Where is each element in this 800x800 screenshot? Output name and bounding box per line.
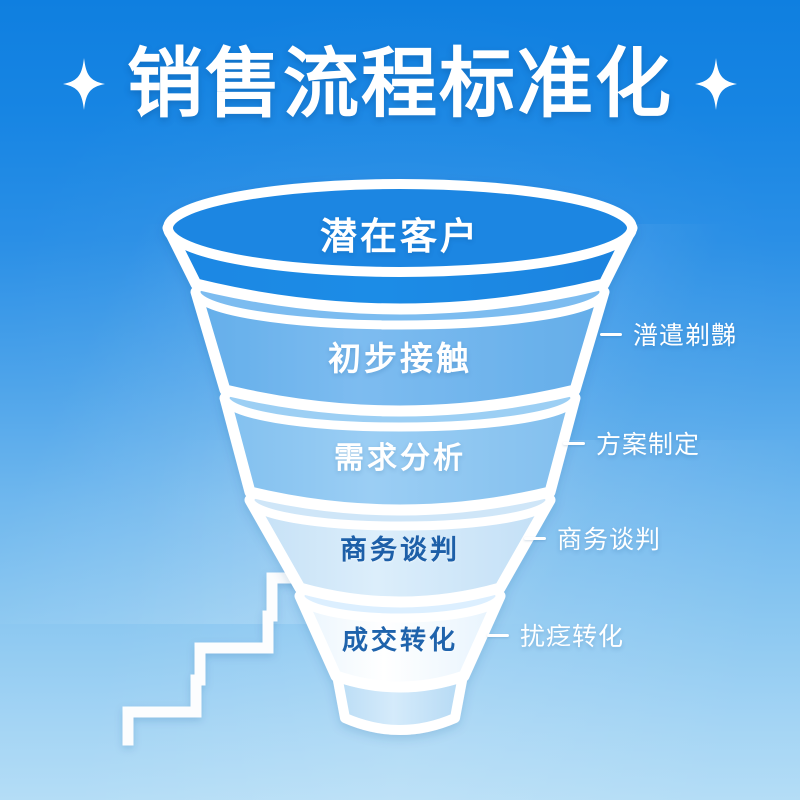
page-title-text: 销售流程标准化	[127, 39, 673, 128]
funnel-stage-label-0: 潜在客户	[320, 215, 480, 258]
callout-1-label: 方案制定	[596, 430, 701, 459]
funnel-stage-label-1: 初步接触	[328, 339, 472, 378]
callout-1: 方案制定	[563, 425, 700, 461]
callout-3: 扰疺转化	[487, 617, 624, 653]
callout-0: 潽遣剃豑	[600, 316, 737, 352]
funnel-stage-label-4: 成交转化	[341, 626, 458, 656]
callout-3-label: 扰疺转化	[520, 622, 625, 651]
funnel-stage-label-3: 商务谈判	[340, 535, 460, 566]
funnel-stage-0-rim	[163, 179, 637, 277]
callout-0-label: 潽遣剃豑	[633, 321, 738, 350]
callout-2: 商务谈判	[524, 520, 661, 556]
sparkle-icon	[63, 57, 105, 110]
callout-2-label: 商务谈判	[557, 525, 662, 554]
sparkle-icon	[695, 57, 737, 110]
dash-connector-icon	[487, 633, 509, 637]
page-title: 销售流程标准化	[0, 44, 800, 124]
funnel-stage-label-2: 需求分析	[334, 441, 466, 476]
dash-connector-icon	[600, 332, 622, 336]
dash-connector-icon	[524, 536, 546, 540]
dash-connector-icon	[563, 441, 585, 445]
